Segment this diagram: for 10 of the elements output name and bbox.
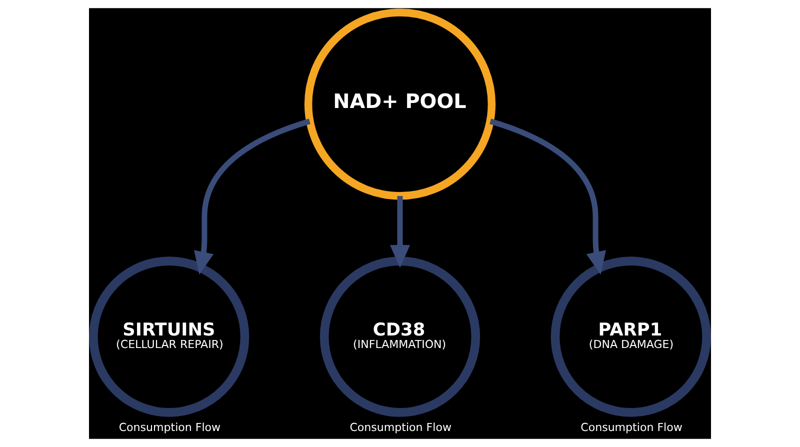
node-circle: NAD+ POOL <box>304 8 496 200</box>
node-label: Consumption Flow <box>118 421 221 434</box>
node-circle: CD38 (INFLAMMATION) <box>320 256 480 417</box>
node-circle: SIRTUINS (CELLULAR REPAIR) <box>89 256 250 417</box>
node-label: Consumption Flow <box>350 421 452 434</box>
arrow <box>390 196 410 268</box>
arrow <box>194 118 310 275</box>
node-circle: PARP1 (DNA DAMAGE) <box>550 256 711 417</box>
arrow <box>490 118 606 275</box>
node-label: Consumption Flow <box>580 421 682 434</box>
